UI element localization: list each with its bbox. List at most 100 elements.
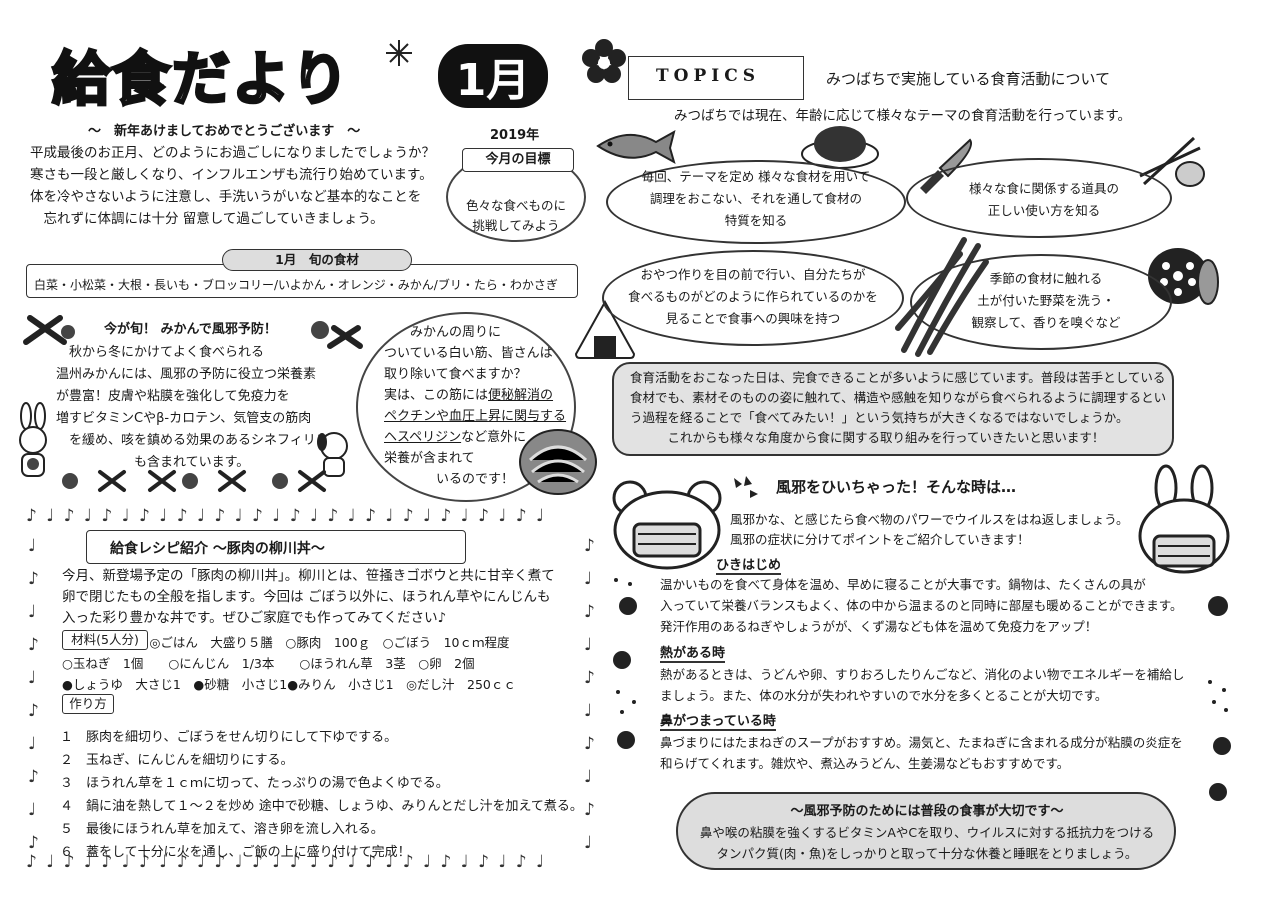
recipe-step: ３ ほうれん草を１ｃｍに切って、たっぷりの湯で色よくゆでる。: [60, 776, 449, 791]
section-line: 鼻づまりにはたまねぎのスープがおすすめ。湯気と、たまねぎに含まれる成分が粘膜の炎…: [660, 735, 1183, 750]
month-badge: 1月: [438, 44, 548, 108]
cold-intro: 風邪かな、と感じたら食べ物のパワーでウイルスをはね返しましょう。 風邪の症状に分…: [730, 510, 1129, 550]
topic-oval-4: [910, 254, 1172, 350]
oval-line: 土が付いた野菜を洗う・: [977, 293, 1115, 308]
mikan-icon: [23, 315, 75, 345]
seasonal-food-list: 白菜・小松菜・大根・長いも・ブロッコリー/いよかん・オレンジ・みかん/ブリ・たら…: [34, 278, 558, 292]
note-underline: ペクチンや: [384, 409, 450, 424]
section-line: ましょう。また、体の水分が失われやすいので水分を多くとることが大切です。: [660, 688, 1108, 703]
note-line: 取り除いて食べますか？: [384, 367, 527, 382]
germ-icon: [1208, 596, 1231, 801]
note-underline: ヘスペリジン: [384, 430, 462, 445]
topic-oval-1-text: 毎回、テーマを定め 様々な食材を用いて 調理をおこない、それを通して食材の 特質…: [610, 166, 902, 232]
recipe-step: １ 豚肉を細切り、ごぼうをせん切りにして下ゆでする。: [60, 730, 398, 745]
topic-oval-3: [602, 250, 904, 346]
materials-line: ●しょうゆ 大さじ1 ●砂糖 小さじ1●みりん 小さじ1 ◎だし汁 250ｃｃ: [62, 677, 516, 692]
topic-oval-3-text: おやつ作りを目の前で行い、自分たちが 食べるものがどのように作られているのかを …: [606, 264, 900, 330]
topic-oval-2: [906, 158, 1172, 238]
topics-subheading: みつばちでは現在、年齢に応じて様々なテーマの食育活動を行っています。: [674, 108, 1131, 124]
steps-label: 作り方: [62, 694, 114, 714]
note-line: ついている白い筋、皆さんは: [384, 346, 553, 361]
mikan-note-frame: [356, 312, 576, 502]
oval-line: 食べるものがどのように作られているのかを: [628, 289, 878, 304]
mikan-icon: [519, 429, 597, 495]
rabbit-icon: [19, 402, 47, 477]
dog-icon: [317, 432, 348, 477]
flower-icon: [386, 40, 412, 66]
oval-line: 季節の食材に触れる: [989, 271, 1103, 286]
bear-mask-icon: [612, 480, 722, 570]
section-head-nose: 鼻がつまっている時: [660, 710, 776, 731]
oval-line: 毎回、テーマを定め 様々な食材を用いて: [641, 169, 871, 184]
activity-summary: 食育活動をおこなった日は、完食できることが多いように感じています。普段は苦手とし…: [630, 368, 1166, 448]
recipe-title-box: [86, 530, 466, 564]
intro-line: 忘れずに体調には十分 留意して過ごしていきましょう。: [30, 211, 384, 227]
mikan-line: 秋から冬にかけてよく食べられる: [56, 345, 265, 360]
topics-label: TOPICS: [656, 66, 761, 86]
note-line: 栄養が含まれて: [384, 451, 475, 466]
fish-icon: [596, 130, 676, 165]
activity-line: 食材でも、素材そのものの姿に触れて、構造や感触を知りながら食べられるように調理す…: [630, 390, 1167, 405]
monthly-goal-title: 今月の目標: [462, 148, 574, 172]
cold-intro-line: 風邪の症状に分けてポイントをご紹介していきます！: [730, 532, 1030, 547]
section-line: 熱があるときは、うどんや卵、すりおろしたりんごなど、消化のよい物でエネルギーを補…: [660, 667, 1185, 682]
prevention-line: 鼻や喉の粘膜を強くするビタミンAやCを取り、ウイルスに対する抵抗力をつける: [699, 825, 1155, 840]
note-line: いるのです！: [384, 472, 515, 487]
topic-oval-4-text: 季節の食材に触れる 土が付いた野菜を洗う・ 観察して、香りを嗅ぐなど: [946, 268, 1146, 334]
germ-icon: [613, 578, 637, 749]
music-note-icon: ♪ ♩ ♪ ♩ ♪ ♩ ♪ ♩ ♪ ♩ ♪ ♩ ♪ ♩ ♪ ♩ ♪ ♩ ♪ ♩ …: [26, 506, 547, 526]
note-underline: 便秘解消の: [488, 388, 554, 403]
activity-line: う過程を経ることで「食べてみたい！」という気持ちが大きくなるではないでしょうか。: [630, 410, 1129, 425]
topics-heading: みつばちで実施している食育活動について: [826, 70, 1111, 88]
topics-banner: [628, 56, 804, 100]
mikan-body: 秋から冬にかけてよく食べられる 温州みかんには、風邪の予防に役立つ栄養素 が豊富…: [56, 342, 329, 474]
section-fever-text: 熱があるときは、うどんや卵、すりおろしたりんごなど、消化のよい物でエネルギーを補…: [660, 664, 1184, 706]
recipe-step: ２ 玉ねぎ、にんじんを細切りにする。: [60, 753, 294, 768]
newsletter-title: 給食だより: [51, 44, 351, 115]
cold-intro-line: 風邪かな、と感じたら食べ物のパワーでウイルスをはね返しましょう。: [730, 512, 1129, 527]
rabbit-mask-icon: [1138, 464, 1230, 574]
oval-line: 特質を知る: [724, 213, 788, 228]
cold-title: 風邪をひいちゃった！そんな時は…: [776, 478, 1017, 496]
flower-icon: [582, 39, 626, 83]
seasonal-food-title: 1月 旬の食材: [222, 249, 412, 271]
mikan-line: も含まれています。: [56, 455, 250, 470]
prevention-line: タンパク質(肉・魚)をしっかりと取って十分な休養と睡眠をとりましょう。: [716, 846, 1138, 861]
oval-line: 正しい使い方を知る: [987, 203, 1101, 218]
recipe-step: ６ 蓋をして十分に火を通し、ご飯の上に盛り付けて完成！: [60, 845, 411, 860]
activity-summary-box: [612, 362, 1174, 456]
mikan-icon: [311, 321, 363, 349]
note-line: 実は、この筋には: [384, 388, 489, 403]
section-line: 温かいものを食べて身体を温め、早めに寝ることが大事です。鍋物は、たくさんの具が: [660, 577, 1146, 592]
recipe-step: ５ 最後にほうれん草を加えて、溶き卵を流し入れる。: [60, 822, 384, 837]
activity-line: これからも様々な角度から食に関する取り組みを行っていきたいと思います！: [630, 430, 1105, 445]
materials-line: ◎ごはん 大盛り５膳 ○豚肉 100ｇ ○ごぼう 10ｃｍ程度: [62, 635, 510, 650]
sneeze-icon: [734, 476, 758, 498]
oval-line: 見ることで食事への興味を持つ: [665, 311, 841, 326]
music-note-icon: ♪ ♩ ♪ ♩ ♪ ♩ ♪ ♩ ♪ ♩ ♪ ♩ ♪ ♩ ♪ ♩ ♪ ♩ ♪ ♩ …: [26, 852, 547, 872]
mikan-note: みかんの周りに ついている白い筋、皆さんは 取り除いて食べますか？ 実は、この筋…: [384, 322, 566, 490]
topic-oval-1: [606, 160, 906, 244]
mikan-icon: [62, 470, 326, 492]
materials-line: ○玉ねぎ 1個 ○にんじん 1/3本 ○ほうれん草 3茎 ○卵 2個: [62, 656, 475, 671]
new-year-greeting: ～ 新年あけましておめでとうございます ～: [88, 124, 361, 139]
topic-oval-2-text: 様々な食に関係する道具の 正しい使い方を知る: [924, 178, 1164, 222]
mikan-line: 増すビタミンCやβ-カロテン、気管支の筋肉: [56, 411, 312, 426]
materials-label: 材料(5人分): [62, 630, 148, 650]
oval-line: 観察して、香りを嗅ぐなど: [971, 315, 1121, 330]
activity-line: 食育活動をおこなった日は、完食できることが多いように感じています。普段は苦手とし…: [630, 370, 1166, 385]
intro-paragraph: 平成最後のお正月、どのようにお過ごしになりましたでしょうか？ 寒さも一段と厳しく…: [30, 142, 435, 230]
note-line: みかんの周りに: [384, 325, 502, 340]
issue-year: 2019年: [490, 128, 540, 143]
recipe-step: ４ 鍋に油を熱して１～２を炒め 途中で砂糖、しょうゆ、みりんとだし汁を加えて煮る…: [60, 799, 583, 814]
mikan-line: 温州みかんには、風邪の予防に役立つ栄養素: [56, 367, 317, 382]
intro-line: 寒さも一段と厳しくなり、インフルエンザも流行り始めています。: [30, 167, 433, 183]
section-head-early: ひきはじめ: [716, 554, 782, 575]
recipe-line: 卵で閉じたもの全般を指します。今回は ごぼう以外に、ほうれん草やにんじんも: [62, 589, 551, 605]
note-line: など意外に: [461, 430, 527, 445]
oval-line: おやつ作りを目の前で行い、自分たちが: [640, 267, 866, 282]
goal-line: 挑戦してみよう: [472, 218, 560, 233]
prevention-box: [676, 792, 1176, 870]
section-early-text: 温かいものを食べて身体を温め、早めに寝ることが大事です。鍋物は、たくさんの具が …: [660, 574, 1183, 637]
section-nose-text: 鼻づまりにはたまねぎのスープがおすすめ。湯気と、たまねぎに含まれる成分が粘膜の炎…: [660, 732, 1183, 774]
